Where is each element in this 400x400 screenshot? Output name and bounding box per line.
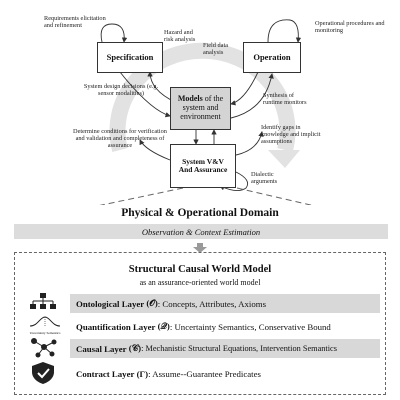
uncertainty-caption: Uncertainty Semantics	[29, 331, 61, 335]
layer-quantification-symbol: (𝒬)	[157, 321, 170, 331]
arrow-models-to-operation	[230, 73, 274, 119]
arrow-assurance-conditions	[139, 139, 171, 161]
operation-box: Operation	[243, 42, 301, 73]
note-conditions: Determine conditions for verification an…	[73, 128, 167, 150]
layer-causal-name: Causal Layer	[76, 343, 127, 354]
layer-ontological-symbol: (𝒪)	[146, 298, 158, 308]
layer-ontological: Ontological Layer (𝒪): Concepts, Attribu…	[70, 294, 380, 313]
assurance-box: System V&V And Assurance	[170, 144, 236, 188]
dashed-connector-right	[236, 187, 313, 205]
operation-label: Operation	[253, 51, 291, 62]
distribution-icon: Uncertainty Semantics	[28, 314, 62, 335]
world-model-title: Structural Causal World Model	[128, 264, 272, 275]
layer-contract-name: Contract Layer	[76, 368, 135, 379]
observation-bar: Observation & Context Estimation	[14, 224, 388, 239]
note-dialectic: Dialectic arguments	[251, 171, 278, 186]
arrow-spec-to-models	[119, 71, 171, 118]
layer-causal-symbol: (𝒞)	[128, 343, 142, 353]
models-label-rest: of the system and environment	[180, 94, 224, 121]
domain-title: Physical & Operational Domain	[121, 207, 279, 219]
models-label-bold: Models	[177, 94, 203, 104]
arrow-operation-to-models	[230, 71, 259, 106]
self-loop-assurance	[219, 171, 249, 191]
note-gaps: Identify gaps in knowledge and implicit …	[261, 124, 321, 146]
hierarchy-icon	[28, 293, 58, 311]
layer-contract-desc: : Assume--Guarantee Predicates	[148, 368, 261, 379]
models-box: Models of the system and environment	[170, 87, 231, 130]
specification-label: Specification	[106, 51, 154, 62]
note-synthesis: Synthesis of runtime monitors	[263, 92, 307, 107]
cycle-arrow	[109, 42, 300, 168]
layer-quantification-desc: : Uncertainty Semantics, Conservative Bo…	[169, 321, 331, 332]
layer-ontological-desc: : Concepts, Attributes, Axioms	[157, 298, 267, 309]
layer-causal: Causal Layer (𝒞): Mechanistic Structural…	[70, 339, 380, 358]
note-operational: Operational procedures and monitoring	[315, 20, 385, 35]
world-model-subtitle: as an assurance-oriented world model	[139, 278, 261, 287]
layer-contract: Contract Layer (Γ): Assume--Guarantee Pr…	[70, 364, 380, 383]
layer-quantification-name: Quantification Layer	[76, 321, 156, 332]
note-design: System design decisions (e.g. sensor mod…	[83, 83, 159, 98]
causal-graph-icon	[28, 336, 58, 358]
layer-causal-desc: : Mechanistic Structural Equations, Inte…	[141, 344, 337, 353]
self-loop-operation	[267, 19, 302, 43]
layer-quantification: Quantification Layer (𝒬): Uncertainty Se…	[70, 317, 380, 336]
arrow-assurance-gaps	[235, 131, 264, 156]
dashed-connector-left	[99, 187, 184, 205]
world-model-panel	[14, 252, 386, 395]
assurance-label-line1: System V&V	[182, 156, 224, 166]
down-arrow-icon	[193, 240, 207, 253]
specification-box: Specification	[97, 42, 163, 73]
layer-ontological-name: Ontological Layer	[76, 298, 145, 309]
self-loop-specification	[100, 23, 128, 43]
note-requirements: Requirements elicitation and refinement	[44, 15, 106, 30]
assurance-label-line2: And Assurance	[178, 165, 228, 174]
shield-check-icon	[28, 361, 58, 385]
layer-contract-symbol: (Γ)	[136, 368, 149, 379]
note-field: Field data analysis	[203, 42, 229, 57]
observation-label: Observation & Context Estimation	[141, 226, 261, 237]
lifecycle-loop-diagram	[99, 19, 313, 205]
note-hazard: Hazard and risk analysis	[164, 29, 196, 44]
